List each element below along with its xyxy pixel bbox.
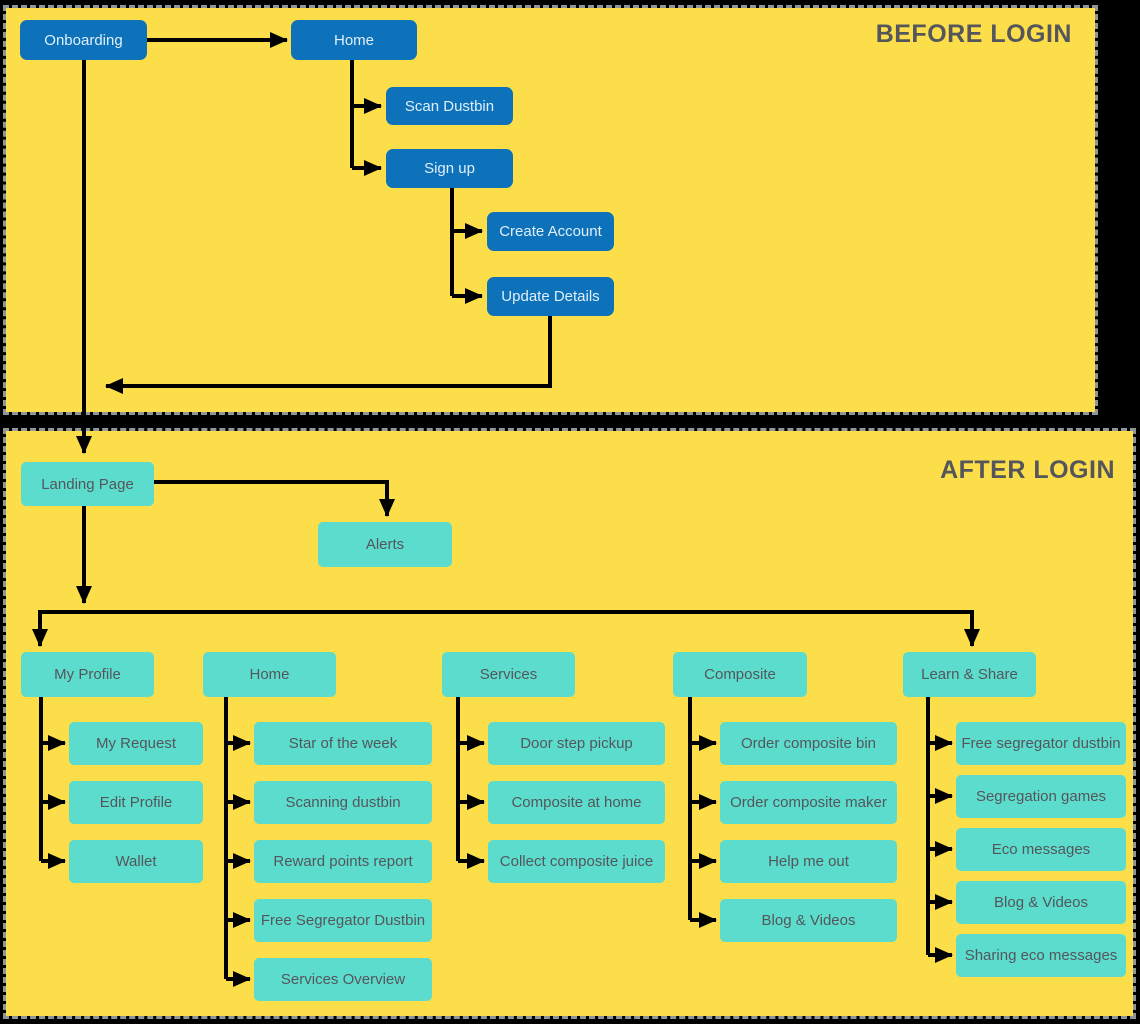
node-order-composite-bin[interactable]: Order composite bin xyxy=(720,722,897,765)
node-scanning-dustbin[interactable]: Scanning dustbin xyxy=(254,781,432,824)
node-alerts[interactable]: Alerts xyxy=(318,522,452,567)
node-edit-profile[interactable]: Edit Profile xyxy=(69,781,203,824)
node-blog-videos-composite[interactable]: Blog & Videos xyxy=(720,899,897,942)
node-reward-points-report[interactable]: Reward points report xyxy=(254,840,432,883)
node-segregation-games[interactable]: Segregation games xyxy=(956,775,1126,818)
node-blog-videos-learn[interactable]: Blog & Videos xyxy=(956,881,1126,924)
before-login-title: BEFORE LOGIN xyxy=(875,20,1072,48)
node-composite-at-home[interactable]: Composite at home xyxy=(488,781,665,824)
node-door-step-pickup[interactable]: Door step pickup xyxy=(488,722,665,765)
after-login-title: AFTER LOGIN xyxy=(940,456,1115,484)
node-eco-messages[interactable]: Eco messages xyxy=(956,828,1126,871)
node-create-account[interactable]: Create Account xyxy=(487,212,614,251)
node-star-of-the-week[interactable]: Star of the week xyxy=(254,722,432,765)
node-sharing-eco-messages[interactable]: Sharing eco messages xyxy=(956,934,1126,977)
node-my-profile[interactable]: My Profile xyxy=(21,652,154,697)
node-free-segregator-dustbin-home[interactable]: Free Segregator Dustbin xyxy=(254,899,432,942)
node-home[interactable]: Home xyxy=(291,20,417,60)
node-services-overview[interactable]: Services Overview xyxy=(254,958,432,1001)
node-landing-page[interactable]: Landing Page xyxy=(21,462,154,506)
node-sign-up[interactable]: Sign up xyxy=(386,149,513,188)
node-scan-dustbin[interactable]: Scan Dustbin xyxy=(386,87,513,125)
node-onboarding[interactable]: Onboarding xyxy=(20,20,147,60)
node-help-me-out[interactable]: Help me out xyxy=(720,840,897,883)
node-update-details[interactable]: Update Details xyxy=(487,277,614,316)
node-services[interactable]: Services xyxy=(442,652,575,697)
node-order-composite-maker[interactable]: Order composite maker xyxy=(720,781,897,824)
node-wallet[interactable]: Wallet xyxy=(69,840,203,883)
node-learn-share[interactable]: Learn & Share xyxy=(903,652,1036,697)
node-my-request[interactable]: My Request xyxy=(69,722,203,765)
node-home-after[interactable]: Home xyxy=(203,652,336,697)
node-composite[interactable]: Composite xyxy=(673,652,807,697)
node-free-segregator-dustbin-learn[interactable]: Free segregator dustbin xyxy=(956,722,1126,765)
node-collect-composite-juice[interactable]: Collect composite juice xyxy=(488,840,665,883)
